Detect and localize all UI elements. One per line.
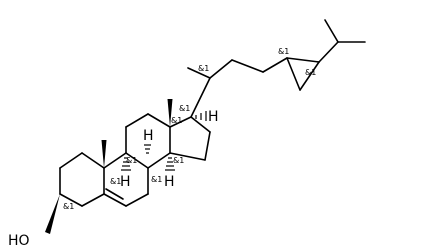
bond-c4-c5 <box>81 193 105 207</box>
stereo-label-cp1: &1 <box>278 47 289 56</box>
bond-c3-c4 <box>59 193 83 207</box>
bond-ch-me1 <box>324 19 339 43</box>
bond-cp1-cp3 <box>286 57 301 91</box>
stereo-label-c10: &1 <box>110 177 121 186</box>
methyl-c18-wedge <box>167 99 173 127</box>
bond-c17-c20 <box>190 77 211 118</box>
bond-c20-c22 <box>209 59 233 79</box>
bond-c7-c6 <box>125 193 149 207</box>
stereo-label-c20: &1 <box>198 64 209 73</box>
stereo-label-cp2: &1 <box>305 68 316 77</box>
stereo-label-c8: &1 <box>151 175 162 184</box>
bond-c1-c2 <box>59 152 83 169</box>
bond-c10-c1 <box>81 152 105 169</box>
methyl-c19-wedge <box>101 140 107 168</box>
bond-c9-c8 <box>125 152 149 169</box>
h17-hashed-bond <box>195 111 207 121</box>
stereo-label-c17: &1 <box>179 104 190 113</box>
bond-c6-c5 <box>103 193 127 207</box>
h14-hashed-bond <box>165 157 175 171</box>
h14-label: H <box>164 174 175 190</box>
stereo-labels: &1 &1 &1 &1 &1 &1 &1 &1 &1 &1 <box>63 47 316 211</box>
bond-c12-c13 <box>147 113 171 128</box>
ring-c <box>125 113 171 169</box>
ring-d <box>169 116 211 161</box>
bond-c14-c8 <box>147 152 171 169</box>
bond-c16-c15 <box>204 131 211 161</box>
h17-label: H <box>208 109 219 125</box>
bond-cp2-cp3 <box>299 61 320 91</box>
h8-label: H <box>143 128 154 144</box>
bond-c11-c12 <box>125 113 149 128</box>
bond-c15-c14 <box>169 152 206 161</box>
bond-c13-c17 <box>169 116 192 128</box>
bond-c23-c24 <box>262 57 288 73</box>
bond-c17-c16 <box>190 116 211 133</box>
isopropyl-group <box>318 19 366 63</box>
h9-hashed-bond <box>121 157 131 171</box>
stereo-label-c14: &1 <box>173 156 184 165</box>
hydroxyl-wedge <box>45 194 60 234</box>
h9-label: H <box>120 174 131 190</box>
cyclopropane-ring <box>286 57 320 91</box>
bond-c10-c9 <box>103 152 127 169</box>
double-bond-c5-c6 <box>105 188 124 200</box>
stereo-label-c9: &1 <box>126 156 137 165</box>
stereo-label-c3: &1 <box>63 202 74 211</box>
bond-cp2-ch <box>318 41 339 63</box>
bond-c22-c23 <box>231 59 264 73</box>
ring-a <box>59 152 105 207</box>
stereo-label-c13: &1 <box>171 116 182 125</box>
side-chain <box>187 57 288 118</box>
ring-b <box>103 152 149 207</box>
hydroxyl-label: HO <box>8 233 30 249</box>
h8-hashed-bond <box>144 144 151 154</box>
bond-c20-c21 <box>187 67 211 79</box>
bond-cp1-cp2 <box>286 57 320 63</box>
